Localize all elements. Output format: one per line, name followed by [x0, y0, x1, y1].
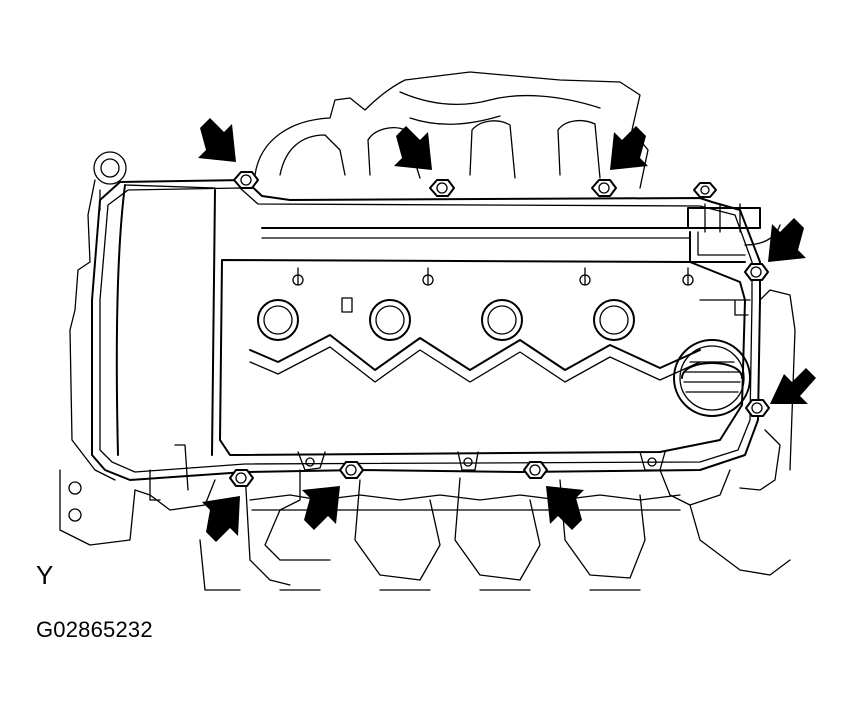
pcv-hose: [687, 203, 796, 491]
spark-plug-hole-4: [593, 299, 635, 341]
bolt-icon: [693, 182, 717, 198]
bolt-icon: [744, 263, 769, 281]
spark-plug-hole-3: [481, 299, 523, 341]
bolt-icon: [429, 179, 455, 197]
callout-arrows: [198, 118, 816, 542]
arrow-icon: [546, 486, 584, 530]
cover-bolts: [229, 171, 770, 487]
left-bracket: [59, 151, 136, 546]
bolt-icon: [233, 171, 259, 189]
bolt-icon: [339, 461, 364, 479]
view-label: Y: [36, 560, 54, 590]
bolt-icon: [523, 461, 548, 479]
arrow-icon: [302, 486, 340, 530]
arrow-icon: [198, 118, 236, 162]
cylinder-head-cover: [91, 179, 761, 481]
arrow-icon: [770, 368, 816, 404]
figure-id: G02865232: [36, 617, 153, 642]
oil-filler-cap: [673, 339, 751, 417]
bolt-icon: [591, 179, 617, 197]
intake-manifold-upper: [254, 71, 649, 189]
arrow-icon: [610, 126, 648, 170]
arrow-icon: [202, 496, 240, 542]
bolt-icon: [745, 399, 770, 417]
lower-engine-parts: [134, 444, 791, 591]
arrow-icon: [394, 126, 432, 170]
spark-plug-hole-1: [257, 299, 299, 341]
spark-plug-hole-2: [369, 299, 411, 341]
arrow-icon: [768, 218, 806, 262]
spark-plug-holes: [257, 299, 635, 341]
bolt-icon: [229, 469, 254, 487]
